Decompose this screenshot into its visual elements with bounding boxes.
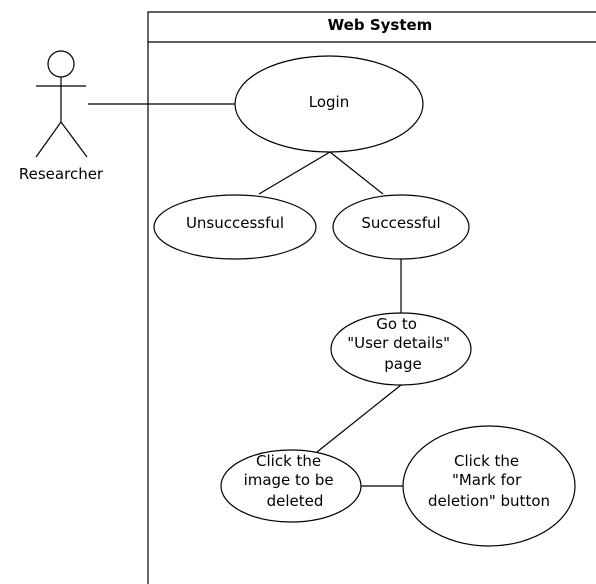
use-case-line: deleted (267, 492, 324, 510)
use-case-unsuccessful-label: Unsuccessful (186, 214, 284, 232)
association-login-successful (329, 151, 384, 195)
use-case-login: Login (234, 55, 424, 153)
actor-head (47, 50, 75, 78)
associations (88, 103, 403, 487)
use-case-line: "Mark for (452, 471, 522, 489)
use-case-line: image to be (244, 471, 334, 489)
system-boundary: Web System (147, 11, 596, 584)
use-case-line: Go to (376, 315, 417, 333)
use-case-user-details: Go to "User details" page (330, 312, 472, 386)
actor-left-leg (35, 121, 62, 158)
use-case-click-image: Click the image to be deleted (220, 449, 362, 523)
use-case-successful: Successful (332, 194, 470, 260)
use-case-mark-deletion-ellipse (402, 425, 576, 547)
use-case-line: Unsuccessful (186, 214, 284, 232)
use-case-unsuccessful-ellipse (153, 194, 317, 260)
use-case-line: page (384, 355, 421, 373)
use-case-user-details-label: Go to "User details" page (347, 315, 455, 373)
system-title: Web System (328, 16, 433, 34)
use-case-login-label: Login (309, 93, 349, 111)
use-case-mark-deletion: Click the "Mark for deletion" button (402, 425, 576, 547)
use-case-line: Click the (454, 452, 519, 470)
use-case-click-image-label: Click the image to be deleted (244, 452, 339, 510)
association-user-details-click-image (316, 384, 402, 453)
use-case-successful-label: Successful (361, 214, 440, 232)
use-case-user-details-ellipse (330, 312, 472, 386)
use-case-line: deletion" button (428, 492, 550, 510)
association-login-unsuccessful (258, 151, 331, 195)
system-boundary-frame (147, 11, 596, 584)
use-case-login-ellipse (234, 55, 424, 153)
use-case-line: Login (309, 93, 349, 111)
use-case-unsuccessful: Unsuccessful (153, 194, 317, 260)
actor-researcher: Researcher (19, 50, 104, 183)
use-case-line: Successful (361, 214, 440, 232)
use-case-line: "User details" (347, 334, 450, 352)
actor-label: Researcher (19, 165, 104, 183)
use-case-successful-ellipse (332, 194, 470, 260)
use-case-mark-deletion-label: Click the "Mark for deletion" button (428, 452, 550, 510)
use-case-click-image-ellipse (220, 449, 362, 523)
actor-right-leg (60, 121, 88, 158)
use-case-line: Click the (256, 452, 321, 470)
